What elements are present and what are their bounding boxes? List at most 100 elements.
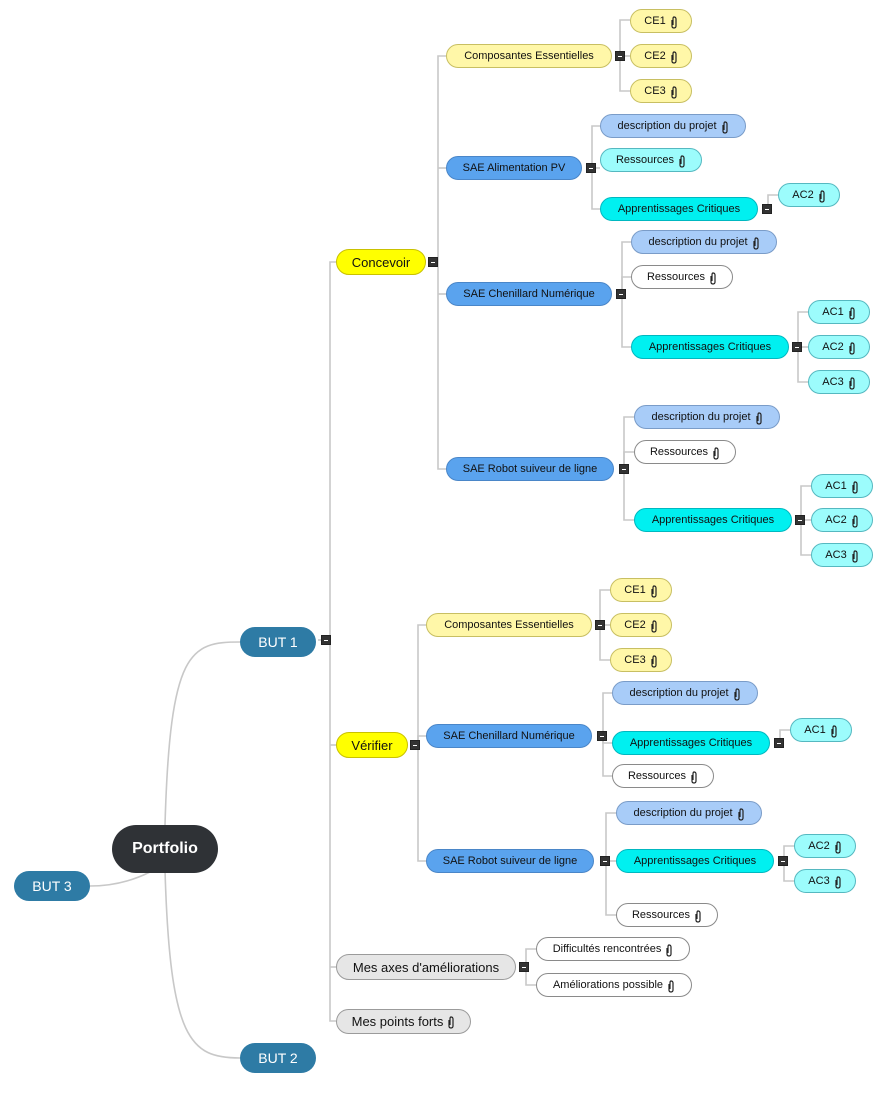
apprentissages-node[interactable]: Apprentissages Critiques [631,335,789,359]
ac-node[interactable]: AC1 [811,474,873,498]
description-node[interactable]: description du projet [616,801,762,825]
ac-node[interactable]: AC3 [808,370,870,394]
sae-node[interactable]: SAE Robot suiveur de ligne [446,457,614,481]
description-node[interactable]: description du projet [612,681,758,705]
node-label: CE3 [624,654,646,666]
collapse-toggle-icon[interactable] [321,635,331,645]
paperclip-icon [852,480,858,494]
ressources-node[interactable]: Ressources [600,148,702,172]
collapse-toggle-icon[interactable] [600,856,610,866]
ce-node[interactable]: CE3 [610,648,672,672]
paperclip-icon [852,549,858,563]
composantes-node[interactable]: Composantes Essentielles [446,44,612,68]
node-label: AC3 [822,376,844,388]
paperclip-icon [671,50,677,64]
ameliorations-node[interactable]: Améliorations possible [536,973,692,997]
node-label: Ressources [631,909,691,921]
paperclip-icon [668,979,674,993]
node-label: AC1 [822,306,844,318]
ce-node[interactable]: CE3 [630,79,692,103]
sae-node[interactable]: SAE Chenillard Numérique [426,724,592,748]
paperclip-icon [752,236,759,250]
sae-node[interactable]: SAE Chenillard Numérique [446,282,612,306]
node-label: AC2 [808,840,830,852]
node-label: Ressources [646,271,706,283]
ce-node[interactable]: CE2 [630,44,692,68]
ressources-node[interactable]: Ressources [616,903,718,927]
paperclip-icon [737,807,744,821]
collapse-toggle-icon[interactable] [774,738,784,748]
node-label: AC3 [825,549,847,561]
ce-node[interactable]: CE1 [630,9,692,33]
node-label: CE1 [624,584,646,596]
collapse-toggle-icon[interactable] [595,620,605,630]
node-label: AC1 [825,480,847,492]
node-label: description du projet [651,411,751,423]
collapse-toggle-icon[interactable] [410,740,420,750]
paperclip-icon [695,909,701,923]
but1-node[interactable]: BUT 1 [240,627,316,657]
paperclip-icon [710,271,716,285]
node-label: description du projet [633,807,733,819]
ac-node[interactable]: AC2 [808,335,870,359]
ce-node[interactable]: CE1 [610,578,672,602]
ac-node[interactable]: AC2 [811,508,873,532]
composantes-node[interactable]: Composantes Essentielles [426,613,592,637]
ce-node[interactable]: CE2 [610,613,672,637]
ac-node[interactable]: AC2 [794,834,856,858]
branch-verifier[interactable]: Vérifier [336,732,408,758]
branch-axes[interactable]: Mes axes d'améliorations [336,954,516,980]
apprentissages-node[interactable]: Apprentissages Critiques [634,508,792,532]
node-label: CE3 [644,85,666,97]
collapse-toggle-icon[interactable] [795,515,805,525]
but2-node[interactable]: BUT 2 [240,1043,316,1073]
node-label: Mes points forts [351,1014,444,1029]
apprentissages-node[interactable]: Apprentissages Critiques [612,731,770,755]
collapse-toggle-icon[interactable] [586,163,596,173]
collapse-toggle-icon[interactable] [615,51,625,61]
description-node[interactable]: description du projet [631,230,777,254]
difficultes-node[interactable]: Difficultés rencontrées [536,937,690,961]
collapse-toggle-icon[interactable] [619,464,629,474]
ressources-node[interactable]: Ressources [631,265,733,289]
description-node[interactable]: description du projet [600,114,746,138]
ressources-node[interactable]: Ressources [634,440,736,464]
collapse-toggle-icon[interactable] [778,856,788,866]
ac-node[interactable]: AC3 [811,543,873,567]
collapse-toggle-icon[interactable] [519,962,529,972]
collapse-toggle-icon[interactable] [428,257,438,267]
node-label: Ressources [649,446,709,458]
paperclip-icon [651,619,657,633]
node-label: AC2 [825,514,847,526]
node-label: description du projet [629,687,729,699]
node-label: AC1 [804,724,826,736]
apprentissages-node[interactable]: Apprentissages Critiques [616,849,774,873]
root-node[interactable]: Portfolio [112,825,218,873]
paperclip-icon [666,943,672,957]
ac-node[interactable]: AC1 [808,300,870,324]
branch-concevoir[interactable]: Concevoir [336,249,426,275]
node-label: Ressources [627,770,687,782]
paperclip-icon [671,85,677,99]
collapse-toggle-icon[interactable] [616,289,626,299]
node-label: CE2 [624,619,646,631]
ac-node[interactable]: AC3 [794,869,856,893]
paperclip-icon [651,654,657,668]
paperclip-icon [835,840,841,854]
branch-points-forts[interactable]: Mes points forts [336,1009,471,1034]
node-label: CE2 [644,50,666,62]
apprentissages-node[interactable]: Apprentissages Critiques [600,197,758,221]
sae-node[interactable]: SAE Alimentation PV [446,156,582,180]
description-node[interactable]: description du projet [634,405,780,429]
paperclip-icon [691,770,697,784]
but3-node[interactable]: BUT 3 [14,871,90,901]
sae-node[interactable]: SAE Robot suiveur de ligne [426,849,594,873]
ac-node[interactable]: AC2 [778,183,840,207]
node-label: Difficultés rencontrées [552,943,662,955]
paperclip-icon [849,341,855,355]
collapse-toggle-icon[interactable] [792,342,802,352]
collapse-toggle-icon[interactable] [597,731,607,741]
ressources-node[interactable]: Ressources [612,764,714,788]
collapse-toggle-icon[interactable] [762,204,772,214]
ac-node[interactable]: AC1 [790,718,852,742]
